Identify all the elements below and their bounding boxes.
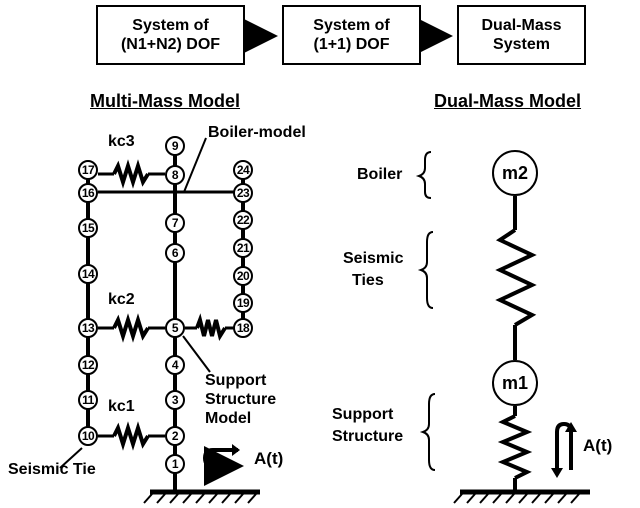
node-11: 11 [78,390,98,410]
label-kc2: kc2 [108,291,135,308]
label-excitation-left: A(t) [254,449,284,468]
spring-kc1 [112,421,150,451]
label-support-structure-model-3: Model [205,410,252,427]
node-18: 18 [233,318,253,338]
spring-kc3 [112,159,150,189]
node-20: 20 [233,266,253,286]
node-7: 7 [165,213,185,233]
node-4: 4 [165,355,185,375]
spring-kc2-right [195,313,227,342]
node-19: 19 [233,293,253,313]
flow-box-n1n2-dof: System of (N1+N2) DOF [96,5,245,65]
node-17: 17 [78,160,98,180]
node-24: 24 [233,160,253,180]
node-16: 16 [78,183,98,203]
label-support-structure-model-2: Structure [205,391,277,408]
spring-seismic-ties [495,228,537,327]
flow-box-3-line-2: System [493,36,550,53]
bracket-boiler [415,151,432,199]
node-1: 1 [165,454,185,474]
label-seismic-tie: Seismic Tie [8,461,96,478]
label-kc1: kc1 [108,398,135,415]
node-8: 8 [165,165,185,185]
node-9: 9 [165,136,185,156]
label-boiler-model: Boiler-model [208,124,306,141]
label-excitation-right: A(t) [583,436,613,455]
dual-mass-title: Dual-Mass Model [434,91,582,111]
node-3: 3 [165,390,185,410]
multi-mass-title: Multi-Mass Model [90,91,241,111]
label-support-structure-2: Structure [332,428,404,445]
node-23: 23 [233,183,253,203]
node-10: 10 [78,426,98,446]
label-seismic-ties-1: Seismic [343,250,404,267]
label-kc3: kc3 [108,133,135,150]
flow-box-1plus1-dof: System of (1+1) DOF [282,5,421,65]
node-12: 12 [78,355,98,375]
label-support-structure-model-1: Support [205,372,267,389]
flow-box-3-line-1: Dual-Mass [481,17,562,34]
label-boiler: Boiler [357,166,403,183]
flow-box-2-line-1: System of [313,17,390,34]
node-22: 22 [233,210,253,230]
node-13: 13 [78,318,98,338]
spring-support [497,414,533,480]
mass-m1: m1 [492,360,538,406]
flow-box-1-line-1: System of [132,17,209,34]
flow-box-dual-mass: Dual-Mass System [457,5,586,65]
flow-box-1-line-2: (N1+N2) DOF [120,36,221,53]
mass-m2: m2 [492,150,538,196]
label-seismic-ties-2: Ties [352,272,384,289]
bracket-seismic [417,231,434,309]
node-6: 6 [165,243,185,263]
excitation-arrow-horizontal [202,446,244,486]
bracket-support [419,393,436,471]
spring-kc2 [112,313,150,343]
flow-box-2-line-2: (1+1) DOF [313,36,390,53]
label-support-structure-1: Support [332,406,394,423]
node-14: 14 [78,264,98,284]
node-5: 5 [165,318,185,338]
node-2: 2 [165,426,185,446]
node-21: 21 [233,238,253,258]
node-15: 15 [78,218,98,238]
